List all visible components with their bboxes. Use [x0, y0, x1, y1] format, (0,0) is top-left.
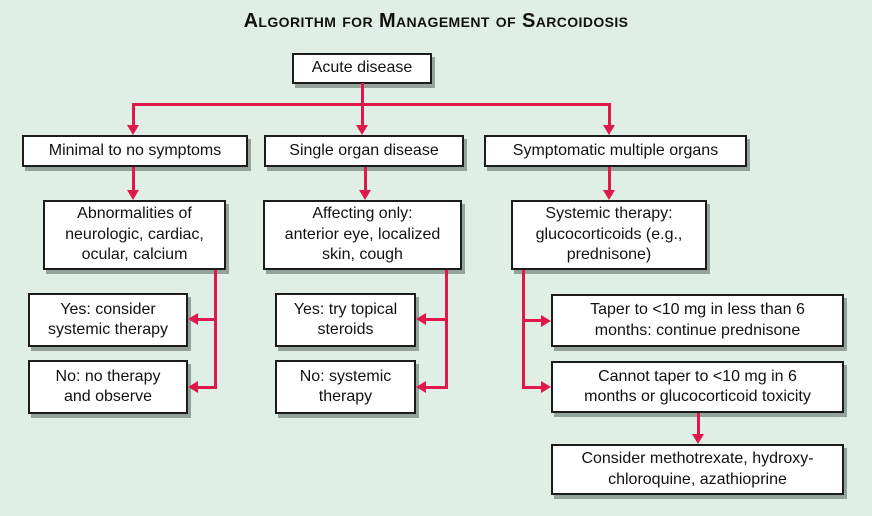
connector-left-yes-branch	[197, 317, 216, 321]
node-no-therapy-observe: No: no therapy and observe	[28, 360, 188, 414]
connector-middle-no-branch	[426, 385, 447, 389]
node-single-organ-disease: Single organ disease	[264, 135, 464, 167]
chart-title: Algorithm for Management of Sarcoidosis	[243, 10, 629, 32]
node-affecting-only: Affecting only: anterior eye, localized …	[263, 200, 462, 270]
connector-middle-column-stem	[444, 270, 448, 389]
arrowhead-to-consider-methotrexate	[692, 434, 704, 444]
node-symptomatic-multiple-organs: Symptomatic multiple organs	[484, 135, 747, 167]
arrowhead-to-cannot-taper	[541, 381, 551, 393]
arrowhead-to-minimal	[127, 125, 139, 135]
connector-consider-stem	[696, 413, 700, 435]
node-cannot-taper-toxicity: Cannot taper to <10 mg in 6 months or gl…	[551, 361, 844, 413]
arrowhead-to-affecting	[359, 190, 371, 200]
connector-minimal-down	[131, 167, 135, 190]
node-acute-disease: Acute disease	[292, 53, 432, 84]
arrowhead-to-yes-topical	[416, 313, 426, 325]
node-abnormalities: Abnormalities of neurologic, cardiac, oc…	[43, 200, 226, 270]
arrowhead-to-no-observe	[188, 381, 198, 393]
arrowhead-to-systemic	[603, 190, 615, 200]
connector-symptomatic-down	[607, 167, 611, 190]
arrowhead-to-no-systemic	[416, 381, 426, 393]
node-consider-methotrexate: Consider methotrexate, hydroxy- chloroqu…	[551, 444, 844, 495]
connector-right-taper-branch	[523, 319, 542, 322]
connector-right-cannot-branch	[523, 385, 542, 389]
connector-branch-left-stem	[131, 103, 135, 125]
arrowhead-to-single	[356, 125, 368, 135]
connector-middle-yes-branch	[426, 317, 447, 321]
arrowhead-to-symptomatic	[603, 125, 615, 135]
node-minimal-symptoms: Minimal to no symptoms	[22, 135, 248, 167]
arrowhead-to-yes-consider	[188, 313, 198, 325]
node-systemic-therapy: Systemic therapy: glucocorticoids (e.g.,…	[511, 200, 707, 270]
connector-branch-right-stem	[607, 103, 611, 125]
node-no-systemic-therapy: No: systemic therapy	[275, 360, 416, 414]
node-yes-consider-systemic: Yes: consider systemic therapy	[28, 293, 188, 347]
node-taper-continue-prednisone: Taper to <10 mg in less than 6 months: c…	[551, 294, 844, 347]
connector-left-no-branch	[197, 385, 216, 389]
arrowhead-to-taper	[541, 314, 551, 327]
connector-left-column-stem	[213, 270, 217, 389]
connector-right-column-stem	[521, 270, 525, 389]
connector-branch-bar	[131, 103, 611, 106]
connector-single-down	[363, 167, 367, 190]
arrowhead-to-abnormalities	[127, 190, 139, 200]
node-yes-topical-steroids: Yes: try topical steroids	[275, 293, 416, 347]
